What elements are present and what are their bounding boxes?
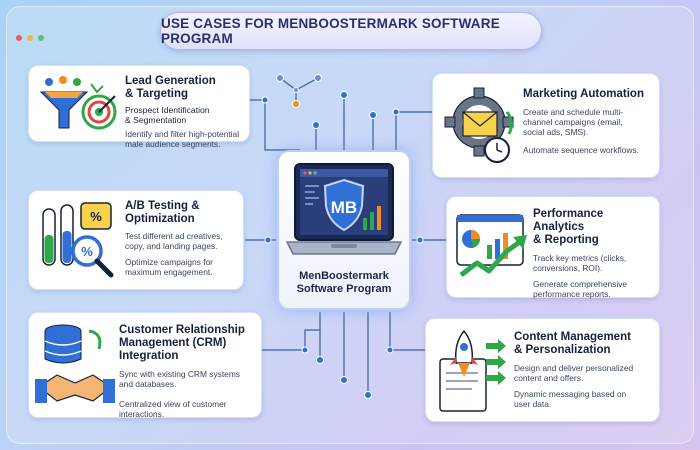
lead-sub: Prospect Identification & Segmentation [125,105,247,125]
analytics-desc2-2: performance reports. [533,289,611,299]
content-desc2-2: user data. [514,399,552,409]
ab-desc-2: copy, and landing pages. [125,241,218,251]
ab-title-2: Optimization [125,213,195,225]
ab-desc2: Optimize campaigns for maximum engagemen… [125,257,241,277]
content-title-2: & Personalization [514,344,611,356]
analytics-desc-1: Track key metrics (clicks, [533,253,627,263]
ab-desc: Test different ad creatives, copy, and l… [125,231,241,251]
marketing-desc-1: Create and schedule multi- [523,107,624,117]
analytics-title-1: Performance Analytics [533,208,604,233]
marketing-desc-3: social ads, SMS). [523,127,589,137]
dot-green [38,35,44,41]
wire-network [279,77,319,91]
dashboard-growth-icon [456,214,527,277]
crm-desc2: Centralized view of customer interaction… [119,399,261,419]
center-label-1: MenBoostermark [299,270,389,282]
content-desc2-1: Dynamic messaging based on [514,389,627,399]
laptop-shield-icon: MB [285,163,403,255]
center-label: MenBoostermark Software Program [279,270,409,296]
funnel-target-icon [39,76,117,130]
wire-crm [262,312,321,351]
center-program-panel: MB MenBoostermark Software Program [277,150,411,310]
crm-title-2: Management (CRM) Integration [119,337,227,362]
analytics-title-2: & Reporting [533,234,599,246]
lead-title-1: Lead Generation [125,75,216,87]
crm-desc2-1: Centralized view of customer interaction… [119,399,227,419]
content-title-1: Content Management [514,331,631,343]
page-title: USE CASES FOR MENBOOSTERMARK SOFTWARE PR… [161,16,500,46]
center-label-2: Software Program [296,283,392,295]
window-dots [16,35,44,41]
logo-text: MB [331,198,357,217]
content-desc: Design and deliver personalized content … [514,363,658,383]
content-desc-1: Design and deliver personalized [514,363,634,373]
lead-sub-1: Prospect Identification [125,105,210,115]
card-performance-analytics: Performance Analytics & Reporting Track … [446,196,660,299]
analytics-desc2-1: Generate comprehensive [533,279,628,289]
analytics-desc2: Generate comprehensive performance repor… [533,279,657,299]
crm-title-1: Customer Relationship [119,324,245,336]
ab-desc-1: Test different ad creatives, [125,231,223,241]
wire-lead [250,99,300,151]
content-desc2: Dynamic messaging based on user data. [514,389,658,409]
content-desc-2: content and offers. [514,373,584,383]
marketing-desc: Create and schedule multi- channel campa… [523,107,657,137]
wire-content [389,312,425,351]
card-ab-testing: % % A/B Testing & Optimization Test diff… [28,190,244,290]
analytics-desc: Track key metrics (clicks, conversions, … [533,253,657,273]
test-tubes-magnifier-icon: % % [42,202,114,278]
card-lead-generation: Lead Generation & Targeting Prospect Ide… [28,65,250,149]
marketing-desc2-1: Automate sequence workflows. [523,145,639,155]
dot-red [16,35,22,41]
rocket-document-icon [439,329,506,412]
crm-desc: Sync with existing CRM systems and datab… [119,369,261,389]
marketing-desc-2: channel campaigns (email, [523,117,623,127]
ab-desc2-1: Optimize campaigns for [125,257,213,267]
lead-desc-1: Identify and filter high-potential [125,129,240,139]
lead-sub-2: & Segmentation [125,115,187,125]
wire-marketing [395,111,432,150]
dot-yellow [27,35,33,41]
title-banner: USE CASES FOR MENBOOSTERMARK SOFTWARE PR… [160,12,542,50]
analytics-desc-2: conversions, ROI). [533,263,603,273]
svg-text:%: % [90,209,102,224]
lead-desc-2: male audience segments. [125,139,221,149]
crm-desc-1: Sync with existing CRM systems [119,369,240,379]
gear-email-clock-icon [444,87,514,163]
crm-desc-2: and databases. [119,379,177,389]
database-handshake-icon [35,324,115,403]
marketing-desc2: Automate sequence workflows. [523,145,657,155]
card-marketing-automation: Marketing Automation Create and schedule… [432,73,660,178]
card-crm: Customer Relationship Management (CRM) I… [28,312,262,419]
svg-text:%: % [81,244,93,259]
ab-title-1: A/B Testing & [125,200,200,212]
lead-desc: Identify and filter high-potential male … [125,129,247,149]
lead-title-2: & Targeting [125,88,189,100]
marketing-title: Marketing Automation [523,88,644,100]
ab-desc2-2: maximum engagement. [125,267,213,277]
card-content-management: Content Management & Personalization Des… [425,318,660,422]
